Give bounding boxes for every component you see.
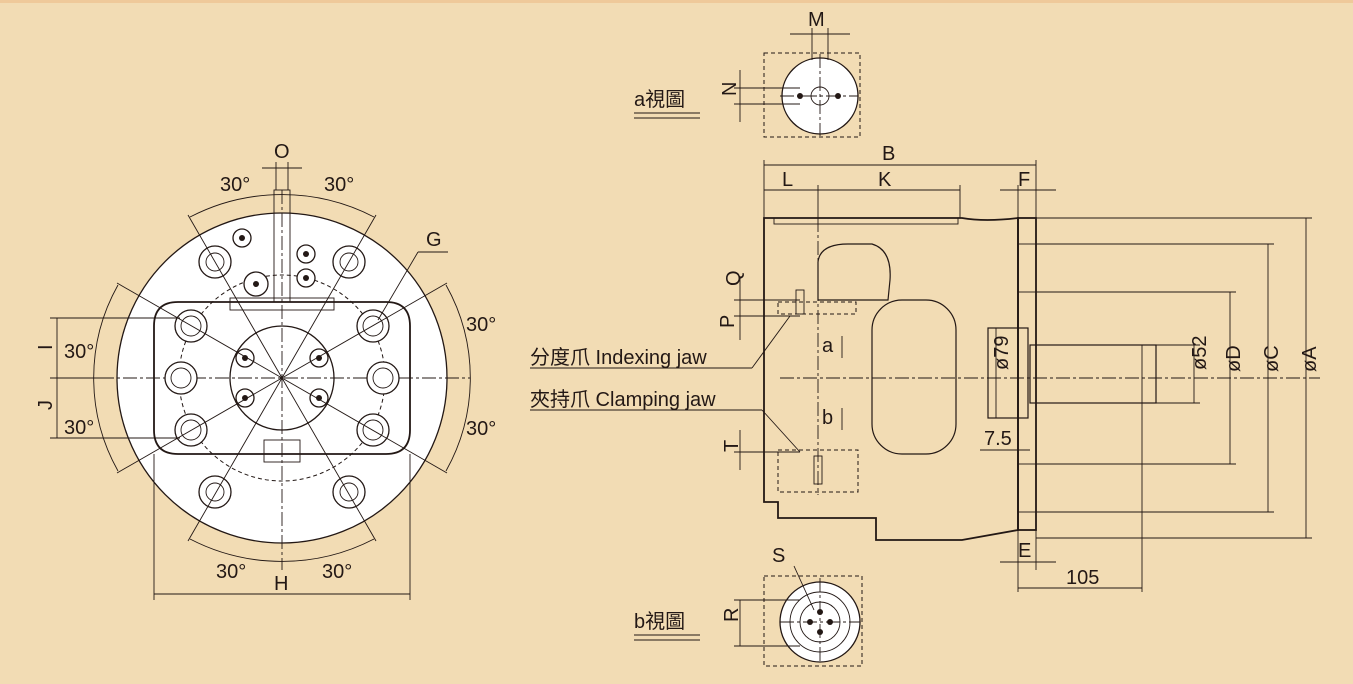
label-R: R bbox=[721, 608, 743, 622]
angle-right-lower: 30° bbox=[466, 418, 496, 440]
bottom-angle-arc bbox=[189, 538, 375, 562]
angle-left-upper: 30° bbox=[64, 341, 94, 363]
label-I: I bbox=[35, 344, 57, 350]
angle-bottom-right: 30° bbox=[322, 561, 352, 583]
label-F: F bbox=[1018, 169, 1030, 191]
bolt-holes bbox=[164, 228, 400, 509]
label-oC: øC bbox=[1261, 345, 1283, 372]
dim-7-5: 7.5 bbox=[984, 428, 1012, 450]
label-J: J bbox=[35, 400, 57, 410]
b-view: S R b視圖 bbox=[634, 545, 863, 667]
side-view: B L K F øA øC øD ø52 ø79 7.5 E bbox=[530, 143, 1321, 592]
label-oA: øA bbox=[1299, 346, 1321, 372]
top-band bbox=[0, 0, 1353, 3]
label-b: b bbox=[822, 407, 833, 429]
label-K: K bbox=[878, 169, 892, 191]
label-P: P bbox=[717, 315, 739, 328]
label-N: N bbox=[719, 82, 741, 96]
label-S: S bbox=[772, 545, 785, 567]
callout-clamping-jaw: 夾持爪 Clamping jaw bbox=[530, 388, 716, 411]
a-view: M N a視圖 bbox=[634, 9, 861, 138]
label-o79: ø79 bbox=[991, 336, 1013, 370]
angle-right-upper: 30° bbox=[466, 314, 496, 336]
callout-indexing-jaw: 分度爪 Indexing jaw bbox=[530, 346, 707, 369]
label-B: B bbox=[882, 143, 895, 165]
bottom-jaw bbox=[263, 439, 301, 463]
side-body bbox=[763, 216, 1019, 541]
top-angle-arc bbox=[189, 194, 375, 218]
jaw-bar bbox=[229, 297, 335, 311]
a-view-caption: a視圖 bbox=[634, 88, 685, 111]
angle-bottom-left: 30° bbox=[216, 561, 246, 583]
label-L: L bbox=[782, 169, 793, 191]
label-O: O bbox=[274, 141, 290, 163]
label-H: H bbox=[274, 573, 288, 595]
label-o52: ø52 bbox=[1189, 336, 1211, 370]
angle-left-lower: 30° bbox=[64, 417, 94, 439]
jaw-slot bbox=[273, 189, 291, 303]
label-Q: Q bbox=[723, 270, 745, 286]
label-a: a bbox=[822, 335, 834, 357]
front-body-plate bbox=[153, 301, 411, 455]
label-T: T bbox=[721, 440, 743, 452]
label-G: G bbox=[426, 229, 442, 251]
label-oD: øD bbox=[1223, 345, 1245, 372]
dim-105: 105 bbox=[1066, 567, 1099, 589]
front-view: O G H I J 30° 30° 30° 30° 30° 30° 30° 30… bbox=[35, 141, 496, 600]
angle-top-right: 30° bbox=[324, 174, 354, 196]
right-angle-arc bbox=[445, 284, 471, 472]
b-view-caption: b視圖 bbox=[634, 610, 685, 633]
label-M: M bbox=[808, 9, 825, 31]
label-E: E bbox=[1018, 540, 1031, 562]
angle-top-left: 30° bbox=[220, 174, 250, 196]
